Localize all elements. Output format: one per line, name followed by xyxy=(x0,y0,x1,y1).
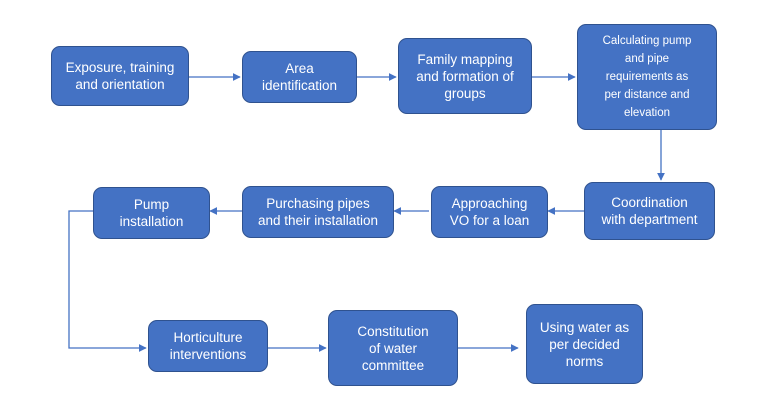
step-calculating-pump-pipe: Calculating pump and pipe requirements a… xyxy=(577,24,717,130)
step-family-mapping: Family mapping and formation of groups xyxy=(398,38,532,114)
step-constitution-water-committee: Constitution of water committee xyxy=(328,310,458,386)
step-approaching-vo-loan: Approaching VO for a loan xyxy=(431,186,548,238)
step-using-water-norms: Using water as per decided norms xyxy=(526,304,643,384)
step-pump-installation: Pump installation xyxy=(93,187,210,239)
step-exposure-training-orientation: Exposure, training and orientation xyxy=(51,46,189,106)
arrow-pump-to-horticulture xyxy=(68,210,147,352)
step-purchasing-pipes: Purchasing pipes and their installation xyxy=(242,186,394,238)
step-horticulture-interventions: Horticulture interventions xyxy=(148,320,268,372)
step-coordination-department: Coordination with department xyxy=(584,182,715,240)
step-area-identification: Area identification xyxy=(242,51,357,103)
